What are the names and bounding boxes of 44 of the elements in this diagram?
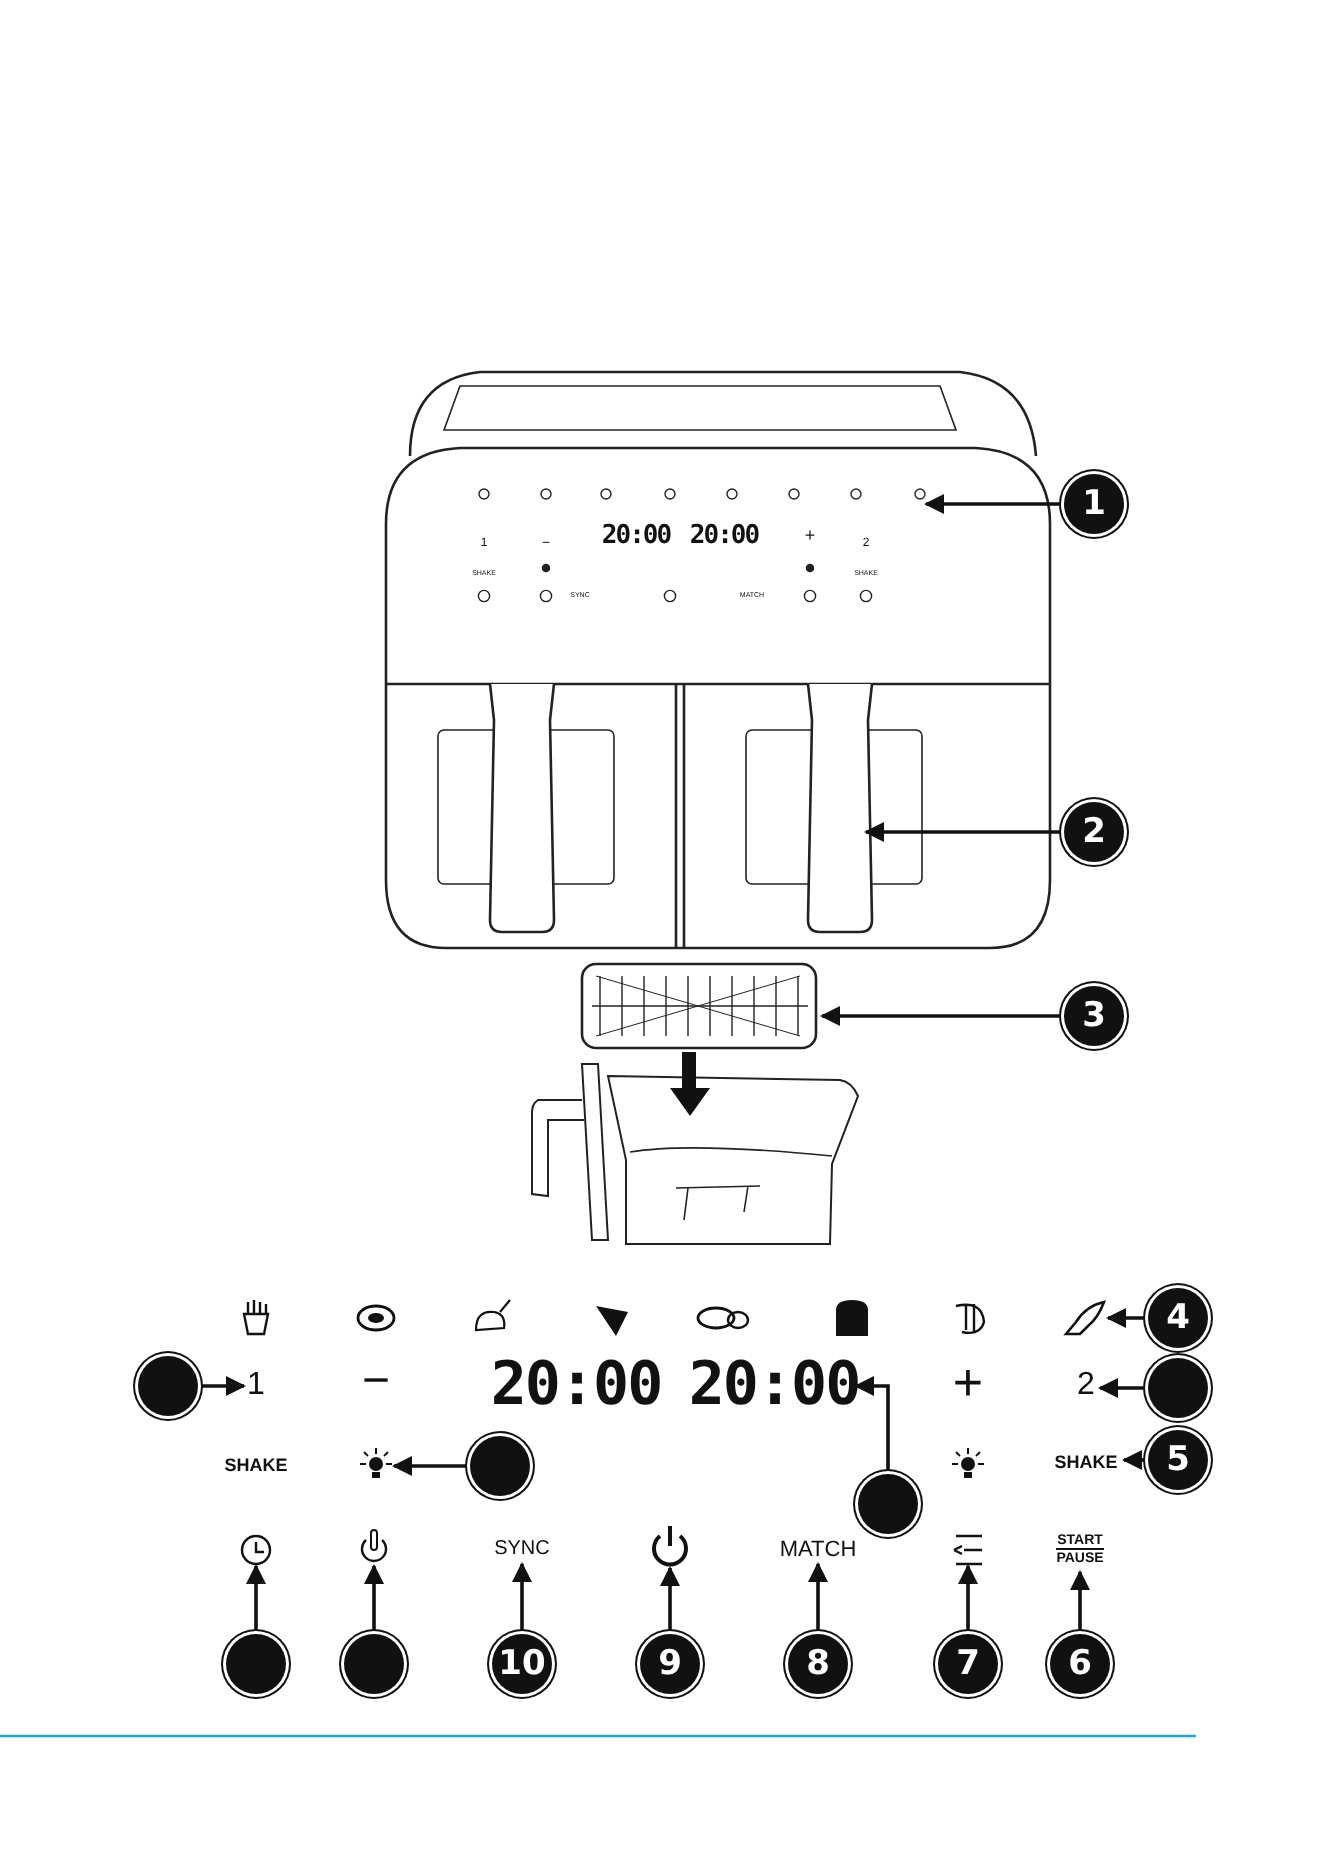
arrow [198,1376,246,1396]
panel-label: SHAKE [224,1457,288,1475]
arrow [246,1564,266,1634]
callout-number: 4 [1148,1288,1208,1348]
arrow [392,1456,470,1476]
arrow [924,494,1064,514]
timer-display: 20:00 [490,1356,662,1416]
callout-number: 9 [640,1634,700,1694]
panel-label: + [804,527,816,545]
arrow [808,1562,828,1634]
callout-number: 10 [492,1634,552,1694]
panel-label: SYNC [494,1540,550,1560]
panel-label: MATCH [779,1539,857,1561]
callout-circle [470,1436,530,1496]
timer-display: 20:00 [601,523,671,549]
callout-number: 6 [1050,1634,1110,1694]
arrow [864,822,1064,842]
callout-number: 7 [938,1634,998,1694]
arrow [364,1564,384,1634]
timer-display: 20:00 [689,523,759,549]
arrow [958,1564,978,1634]
callout-circle [344,1634,404,1694]
callout-number: 1 [1064,474,1124,534]
callout-circle [226,1634,286,1694]
panel-label: SHAKE [1054,1453,1118,1471]
panel-label: − [362,1358,390,1406]
arrow [1070,1570,1090,1634]
panel-label: + [952,1356,984,1408]
arrow [660,1566,680,1634]
arrow [1106,1308,1148,1328]
panel-label: 2 [1077,1370,1095,1402]
timer-display: 20:00 [688,1356,860,1416]
callout-number: 8 [788,1634,848,1694]
arrow [512,1562,532,1634]
callout-circle [138,1356,198,1416]
callout-number: 2 [1064,802,1124,862]
callout-number: 5 [1148,1430,1208,1490]
arrow [1098,1378,1148,1398]
callout-number: 3 [1064,986,1124,1046]
panel-label: 1 [247,1370,265,1402]
callout-circle [1148,1358,1208,1418]
callout-circle [858,1474,918,1534]
arrow [854,1376,890,1474]
arrow [820,1006,1064,1026]
